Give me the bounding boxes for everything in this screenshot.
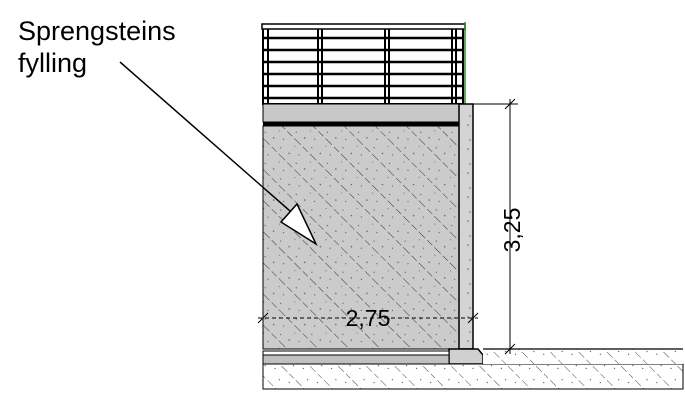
base-layers: [262, 348, 450, 365]
height-dimension-label: 3,25: [499, 208, 525, 253]
deck-slab: [262, 103, 460, 126]
width-dimension: [257, 312, 479, 324]
ground: [262, 348, 684, 390]
height-dimension: [473, 98, 518, 355]
deck-railing: [261, 22, 466, 105]
fill-label-line2: fylling: [18, 48, 87, 78]
width-dimension-label: 2,75: [346, 305, 391, 331]
fill-label-line1: Sprengsteins: [18, 16, 176, 46]
callout-arrow: [119, 61, 318, 247]
